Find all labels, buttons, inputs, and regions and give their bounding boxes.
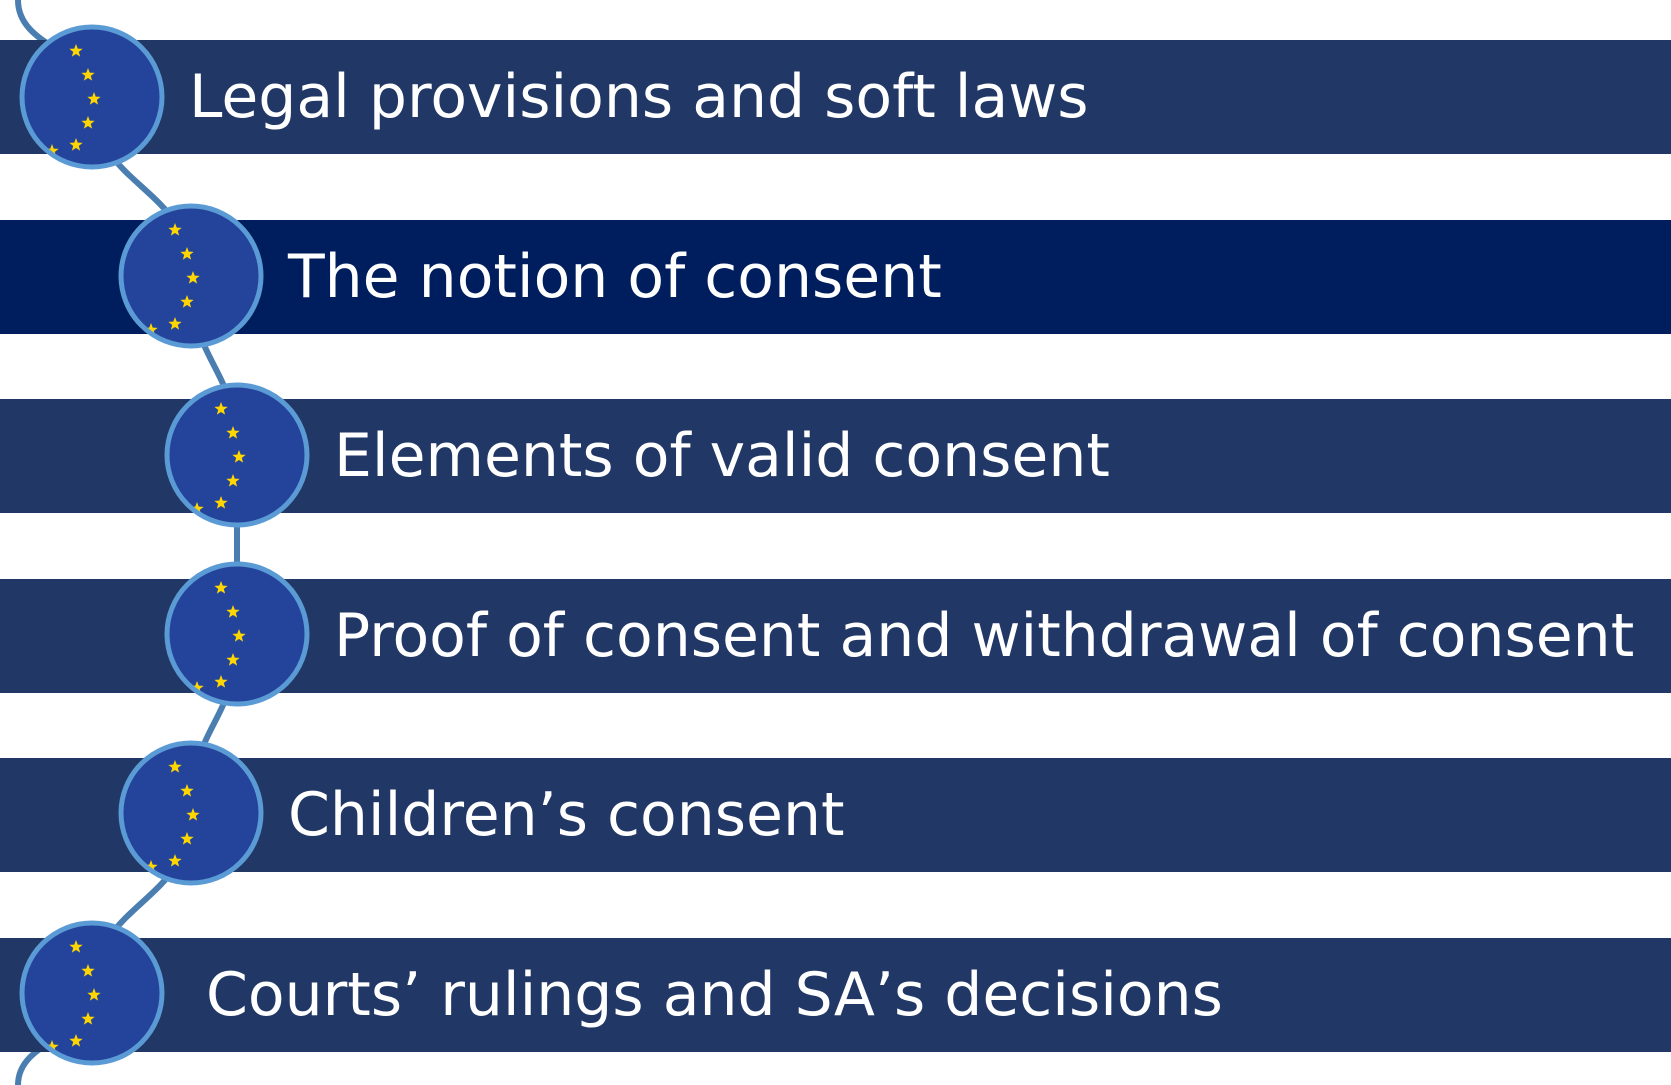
topic-bar-childrens-consent: Children’s consent [0, 758, 1671, 872]
topic-label-notion-of-consent: The notion of consent [288, 242, 942, 312]
topic-bar-legal-provisions: Legal provisions and soft laws [0, 40, 1671, 154]
topic-label-elements-of-valid-consent: Elements of valid consent [334, 421, 1110, 491]
topic-label-legal-provisions: Legal provisions and soft laws [189, 62, 1089, 132]
eu-flag-stars-icon [18, 23, 166, 171]
eu-flag-stars-icon [163, 560, 311, 708]
topic-bar-notion-of-consent: The notion of consent [0, 220, 1671, 334]
eu-flag-stars-icon [117, 202, 265, 350]
topic-label-courts-rulings: Courts’ rulings and SA’s decisions [206, 960, 1223, 1030]
eu-flag-stars-icon [117, 739, 265, 887]
eu-flag-stars-icon [18, 919, 166, 1067]
topic-bar-courts-rulings: Courts’ rulings and SA’s decisions [0, 938, 1671, 1052]
topic-label-childrens-consent: Children’s consent [288, 780, 845, 850]
topic-label-proof-and-withdrawal: Proof of consent and withdrawal of conse… [334, 601, 1635, 671]
eu-flag-stars-icon [163, 381, 311, 529]
